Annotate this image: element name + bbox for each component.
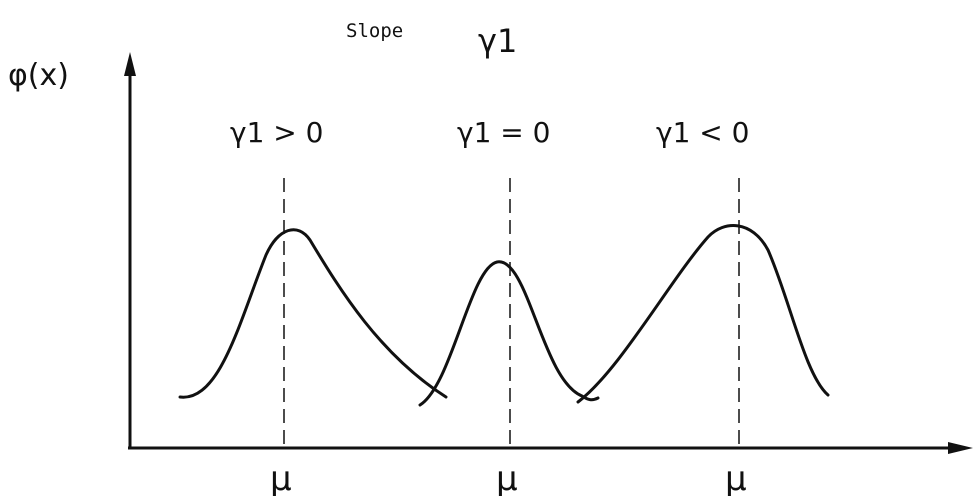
mean-label-zero: μ [496, 459, 518, 496]
condition-label-positive: γ1 > 0 [230, 116, 323, 149]
y-axis-label: φ(x) [8, 58, 69, 93]
mean-lines [283, 178, 740, 446]
x-axis-arrow [948, 442, 973, 454]
curve-symmetric [418, 260, 600, 407]
condition-label-zero: γ1 = 0 [457, 116, 550, 149]
condition-label-negative: γ1 < 0 [656, 116, 749, 149]
curves [178, 224, 830, 407]
mean-label-negative: μ [725, 459, 747, 496]
axes [124, 52, 973, 454]
curve-negative-skew [576, 224, 830, 404]
title-symbol: γ1 [478, 22, 517, 60]
y-axis-arrow [124, 52, 136, 76]
curve-positive-skew [178, 228, 448, 399]
mean-label-positive: μ [270, 459, 292, 496]
title-word: Slope [346, 20, 403, 42]
